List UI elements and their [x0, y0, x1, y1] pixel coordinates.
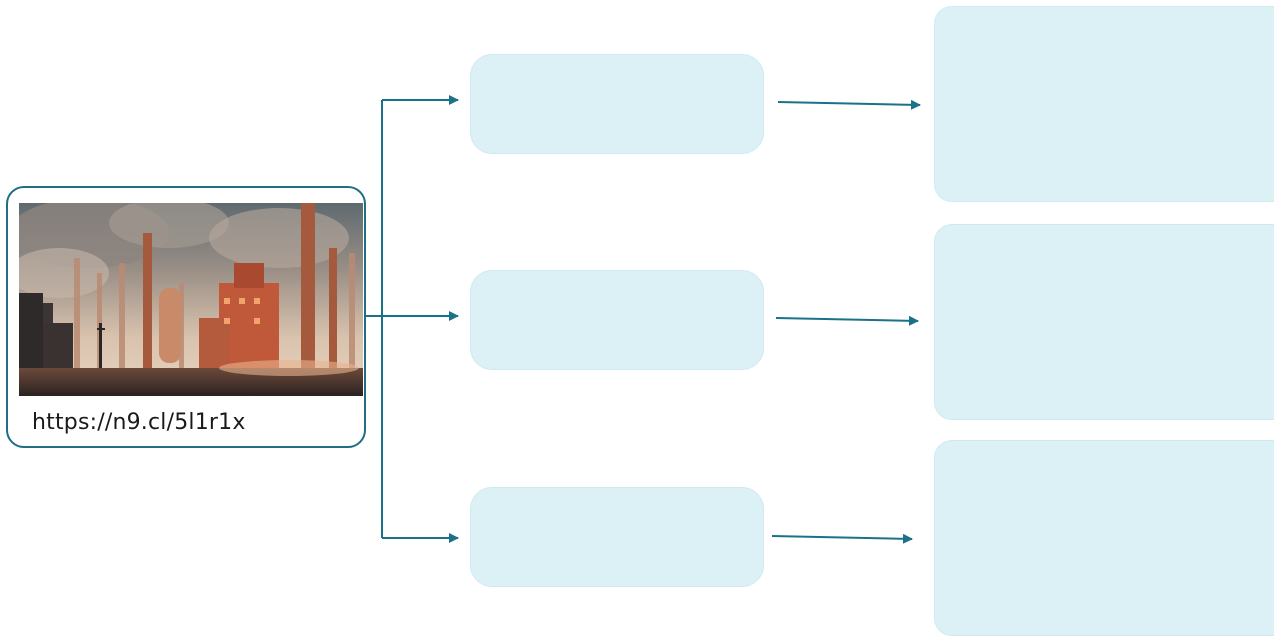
right-box-3: [934, 440, 1274, 636]
middle-box-3: [470, 487, 764, 587]
source-url[interactable]: https://n9.cl/5l1r1x: [32, 410, 246, 435]
source-card: https://n9.cl/5l1r1x: [6, 186, 366, 448]
arrow-to-right-box-3: [772, 536, 912, 539]
arrow-to-right-box-1: [778, 102, 920, 105]
right-box-1: [934, 6, 1274, 202]
factory-image: [19, 203, 363, 396]
middle-box-2: [470, 270, 764, 370]
middle-box-1: [470, 54, 764, 154]
right-box-2: [934, 224, 1274, 420]
arrow-to-right-box-2: [776, 318, 918, 321]
